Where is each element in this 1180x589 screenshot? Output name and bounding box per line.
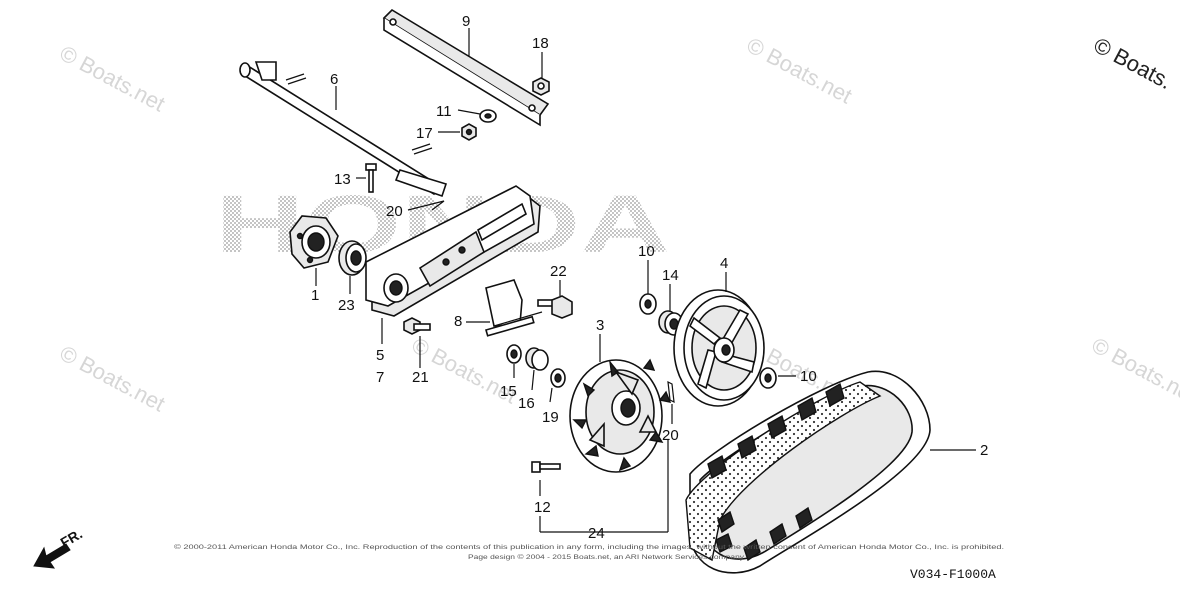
callout-8: 8: [454, 313, 462, 330]
callout-23: 23: [338, 297, 355, 314]
callout-21: 21: [412, 369, 429, 386]
callout-1: 1: [311, 287, 319, 304]
callout-9: 9: [462, 13, 470, 30]
callout-10-top: 10: [638, 243, 655, 260]
part-11-washer: [479, 109, 497, 123]
callout-15: 15: [500, 383, 517, 400]
part-9-bracket: [382, 8, 550, 127]
callout-20-lower: 20: [662, 427, 679, 444]
part-17-nut: [461, 123, 477, 141]
part-3-drive-sprocket: [569, 358, 672, 473]
watermark: © Boats.net: [56, 40, 170, 116]
part-2-track: [685, 370, 931, 574]
part-20-pin: [423, 200, 445, 211]
part-5-chain-case: [365, 185, 541, 317]
part-16-collar: [525, 347, 549, 371]
callout-20-top: 20: [386, 203, 403, 220]
part-10-washer: [639, 293, 657, 315]
callout-14: 14: [662, 267, 679, 284]
callout-12: 12: [534, 499, 551, 516]
part-10-washer-right: [759, 367, 777, 389]
callout-4: 4: [720, 255, 728, 272]
part-6-shaft: [239, 61, 448, 198]
watermark-corner: © Boats.: [1090, 32, 1177, 94]
part-18-nut: [532, 77, 550, 96]
watermark: © Boats.net: [56, 340, 170, 416]
callout-3: 3: [596, 317, 604, 334]
callout-labels: 9 18 6 11 17 13 20 1 23 5 7 21 8 22 3 10…: [311, 13, 988, 542]
part-22-bolt: [537, 295, 573, 319]
part-20-pin-lower: [667, 380, 675, 404]
callout-17: 17: [416, 125, 433, 142]
watermark: © Boats.net: [743, 32, 857, 108]
callout-2: 2: [980, 442, 988, 459]
copyright-line-1: © 2000-2011 American Honda Motor Co., In…: [174, 543, 1004, 551]
callout-24: 24: [588, 525, 605, 542]
callout-10-right: 10: [800, 368, 817, 385]
callout-22: 22: [550, 263, 567, 280]
part-13-bolt: [365, 163, 377, 193]
callout-11: 11: [436, 103, 452, 120]
callout-6: 6: [330, 71, 338, 88]
front-direction-indicator: FR.: [33, 525, 85, 569]
callout-13: 13: [334, 171, 351, 188]
callout-16: 16: [518, 395, 535, 412]
part-1-bearing-housing: [289, 215, 339, 269]
callout-19: 19: [542, 409, 559, 426]
part-21-bolt: [403, 317, 431, 335]
watermark: © Boats.net: [1088, 332, 1180, 408]
copyright-line-2: Page design © 2004 - 2015 Boats.net, an …: [468, 553, 745, 561]
leader-lines: [315, 28, 976, 533]
part-15-washer: [506, 344, 522, 364]
diagram-code: V034-F1000A: [910, 567, 996, 582]
part-12-bolt: [531, 461, 561, 473]
arrow-down-left-icon: [33, 543, 71, 569]
part-19-washer: [550, 368, 566, 388]
callout-18: 18: [532, 35, 549, 52]
part-23-bearing: [338, 240, 367, 276]
callout-5: 5: [376, 347, 384, 364]
callout-7: 7: [376, 369, 384, 386]
part-8-bracket: [485, 279, 543, 337]
part-4-wheel: [673, 289, 765, 407]
